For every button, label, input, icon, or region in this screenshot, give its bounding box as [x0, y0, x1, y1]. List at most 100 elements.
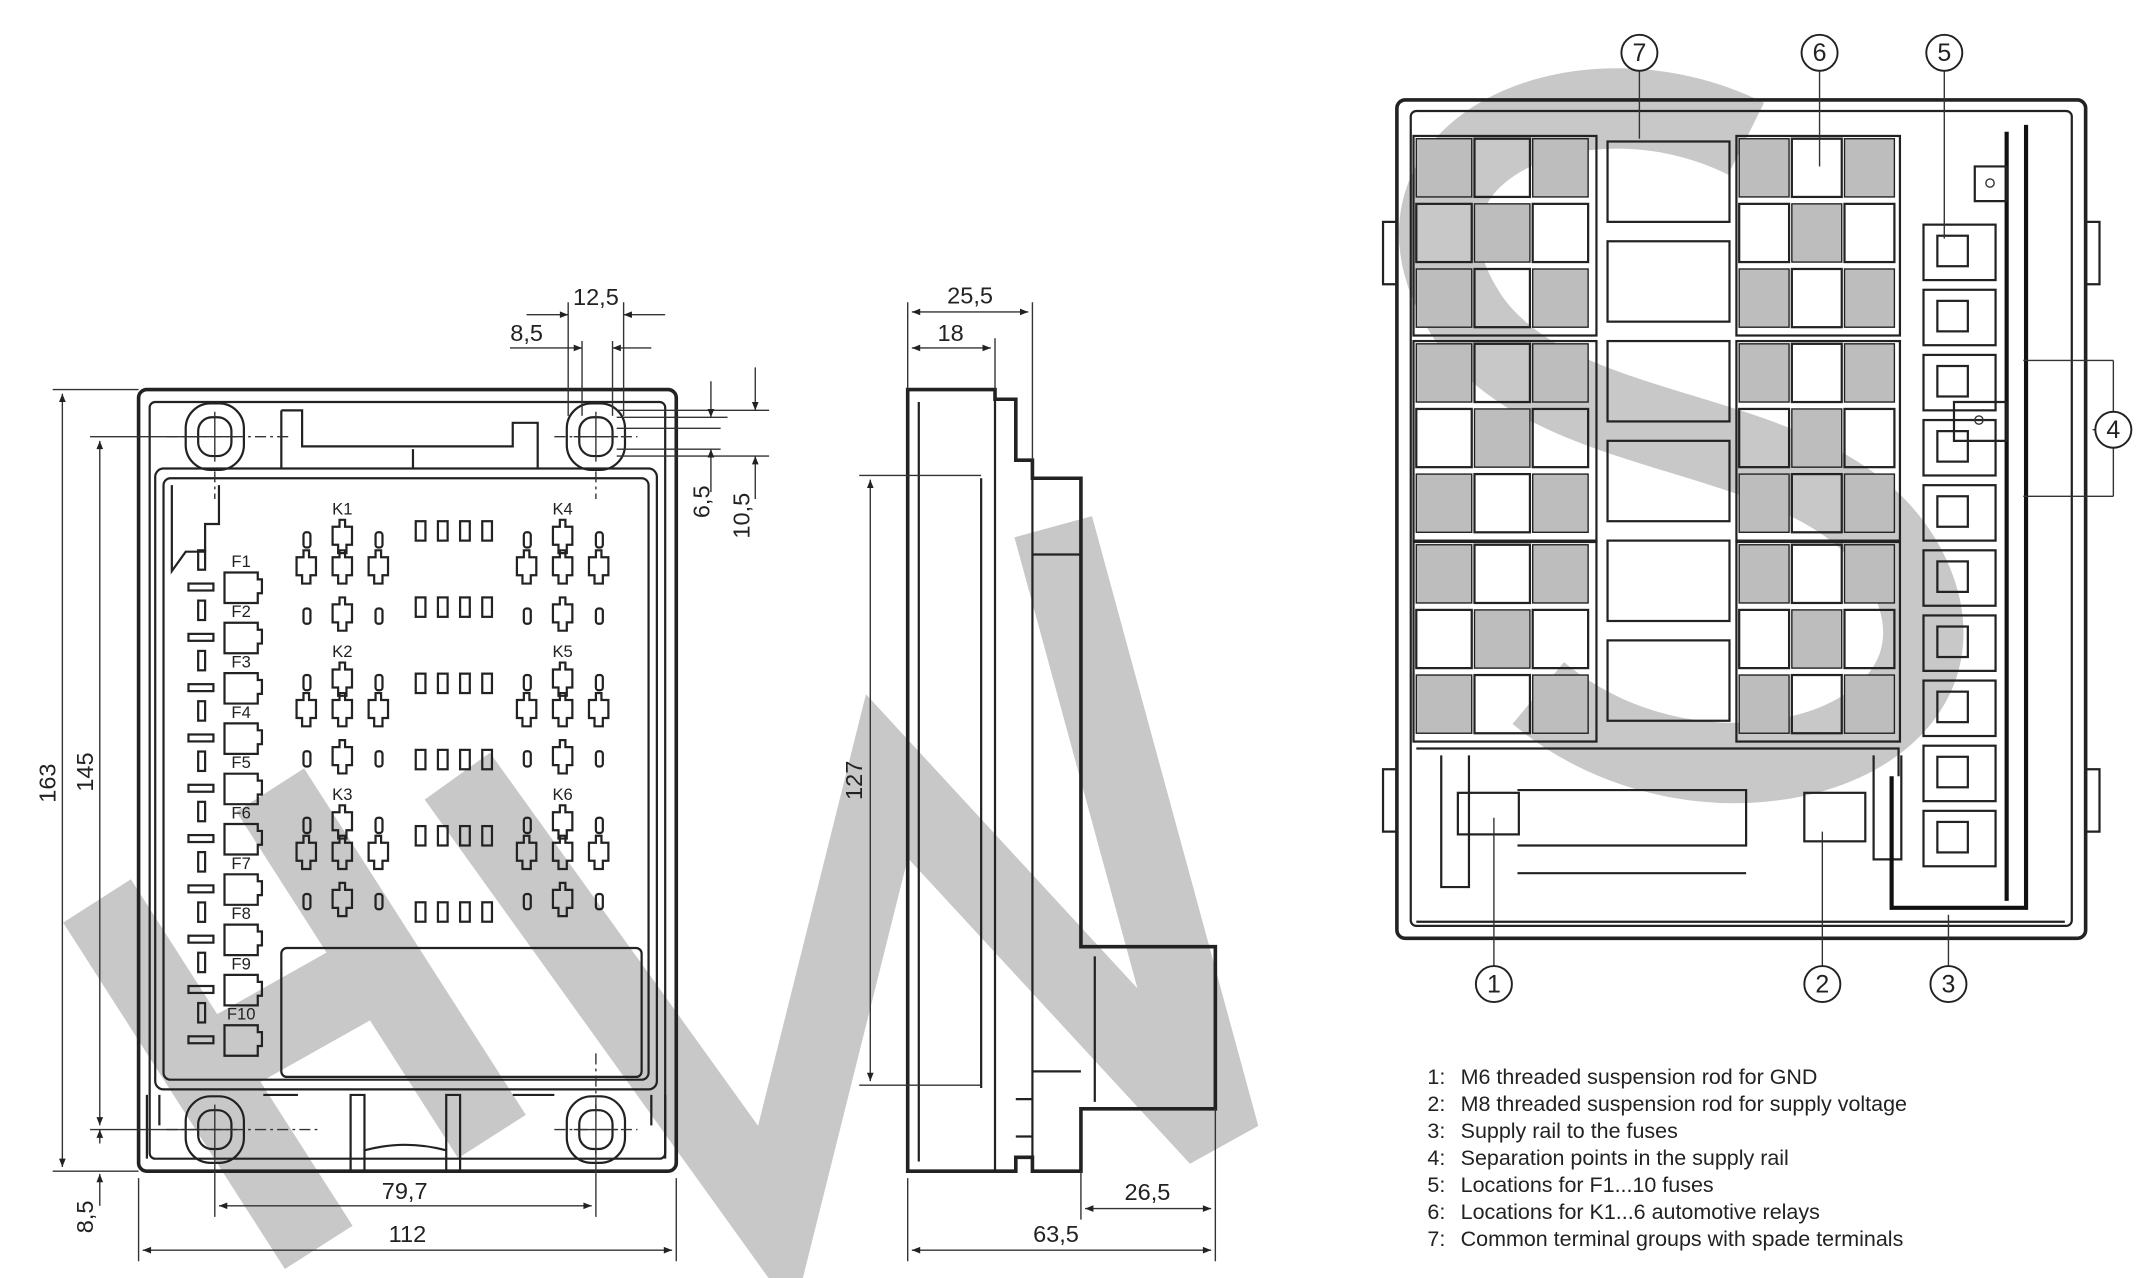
relay-contact — [1415, 268, 1473, 328]
relay-contact — [1738, 343, 1790, 403]
relay-socket — [515, 834, 538, 871]
terminal-slot — [458, 748, 471, 771]
terminal-slot — [481, 672, 494, 695]
relay-location — [1412, 339, 1598, 542]
dim-hole-spacing: 79,7 — [382, 1178, 428, 1204]
relay-label: K2 — [332, 642, 352, 661]
dim-height: 127 — [841, 761, 867, 800]
legend-text: Separation points in the supply rail — [1461, 1146, 1789, 1170]
terminal-slot — [414, 520, 427, 542]
relay-socket — [295, 691, 318, 728]
terminal-slot — [481, 748, 494, 771]
dim-depth-inner: 18 — [938, 320, 964, 346]
side-view: 25,5 18 127 26,5 63,5 — [841, 283, 1218, 1262]
relay-socket — [331, 691, 354, 728]
legend-number: 2: — [1427, 1092, 1445, 1116]
relay-contact — [1843, 544, 1896, 604]
relay-socket — [331, 596, 354, 632]
relay-socket — [331, 804, 354, 840]
fuse-label: F10 — [227, 1005, 256, 1024]
fuse-slot — [223, 973, 264, 1007]
relay-contact — [1843, 608, 1896, 670]
front-dimensions: 163 145 8,5 79,7 112 12,5 8,5 6,5 10,5 — [34, 284, 770, 1262]
callout-circle — [1474, 965, 1513, 1004]
relay-location — [1735, 134, 1902, 337]
relay-socket — [331, 881, 354, 918]
terminal-slot — [481, 596, 494, 618]
fuse-location — [1922, 484, 1997, 542]
relay-contact — [1790, 267, 1843, 329]
relay-contact — [1738, 544, 1790, 604]
relay-contact — [1531, 202, 1590, 264]
fuse-contact — [1936, 820, 1969, 854]
fuse-contact — [1936, 495, 1969, 528]
relay-pin — [374, 892, 384, 911]
dim-depth-top: 25,5 — [947, 283, 993, 309]
fuse-terminal — [197, 901, 207, 923]
relay-pin — [594, 750, 604, 768]
relay-socket — [295, 834, 318, 871]
relay-socket — [515, 549, 538, 585]
relay-pin — [522, 531, 532, 549]
relay-socket — [551, 804, 574, 840]
relay-pin — [374, 673, 384, 692]
terminal-slot — [458, 520, 471, 542]
terminal-slot — [481, 824, 494, 847]
dim-slot-h2: 10,5 — [729, 493, 755, 539]
relay-contact — [1843, 343, 1896, 403]
fuse-contact — [1936, 690, 1969, 724]
relay-contact — [1532, 268, 1589, 328]
legend: 1:M6 threaded suspension rod for GND2:M8… — [1427, 1065, 1907, 1251]
fuse-location — [1922, 614, 1997, 672]
fuse-terminal — [187, 984, 215, 995]
relay-label: K4 — [552, 499, 572, 518]
relay-contact — [1473, 267, 1532, 329]
detail-grid — [1412, 134, 1997, 868]
relay-socket — [587, 691, 610, 728]
relay-socket — [551, 834, 574, 871]
callout-circle — [2094, 410, 2133, 449]
relay-socket — [551, 518, 574, 555]
relay-contact — [1415, 674, 1473, 734]
fuse-terminal — [197, 649, 207, 672]
relay-contact — [1415, 544, 1473, 604]
fuse-label: F1 — [231, 552, 250, 571]
relay-pin — [594, 816, 604, 835]
dim-rod-depth: 26,5 — [1125, 1179, 1171, 1205]
terminal-slot — [436, 672, 449, 695]
relay-contact — [1738, 608, 1791, 670]
dim-width-total: 112 — [389, 1221, 427, 1247]
relay-contact — [1531, 407, 1590, 469]
relay-pin — [302, 607, 312, 625]
relay-pin — [374, 531, 384, 549]
relay-pin — [302, 750, 312, 768]
fuse-label: F8 — [231, 904, 250, 923]
terminal-slot — [458, 901, 471, 923]
fuse-terminal — [197, 549, 207, 571]
fuse-terminal — [187, 582, 215, 592]
dim-height-holes: 145 — [72, 752, 98, 791]
fuse-terminal — [197, 851, 207, 873]
fuse-location — [1922, 288, 1997, 347]
callout-circle — [1620, 33, 1659, 72]
relay-contact — [1532, 343, 1589, 403]
relay-contact — [1415, 608, 1473, 670]
relay-contact — [1843, 674, 1896, 734]
relay-label: K3 — [332, 785, 352, 804]
relay-pin — [374, 816, 384, 835]
fuse-contact — [1936, 299, 1969, 333]
relay-pin — [594, 607, 604, 625]
relay-location — [1412, 540, 1598, 743]
spade-terminal-group — [1606, 339, 1731, 423]
relay-socket — [331, 518, 354, 555]
fuse-label: F9 — [231, 954, 250, 973]
fuse-slot — [223, 722, 264, 755]
relay-socket — [295, 549, 318, 585]
relay-location — [1735, 540, 1902, 743]
callout-number: 2 — [1815, 970, 1829, 998]
relay-pin — [522, 673, 532, 692]
relay-socket — [331, 549, 354, 585]
relay-label: K1 — [332, 499, 352, 518]
